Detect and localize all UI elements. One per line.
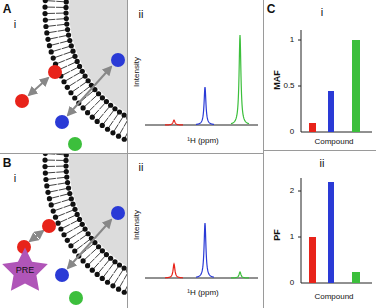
tick-label: 1 [290, 36, 294, 44]
panel-letter: B [3, 157, 12, 169]
subpanel-number: i [14, 19, 16, 30]
membrane [42, 0, 127, 153]
axis-title: Intensity [133, 57, 141, 87]
panel-letter: A [3, 3, 12, 15]
pre-star: PRE [1, 246, 49, 294]
axis-title: MAF [273, 70, 282, 90]
molecules [15, 53, 125, 151]
membrane [42, 154, 127, 308]
subpanel-number: ii [320, 158, 325, 169]
tick-label: 0.5 [283, 82, 294, 90]
tick-label: 1 [290, 233, 294, 241]
axis-title: Intensity [133, 210, 141, 240]
panel-letter: C [267, 3, 276, 15]
axis-title: PF [273, 229, 282, 241]
subpanel-number: i [321, 7, 323, 18]
axis-title: Compound [314, 293, 353, 301]
bar-chart [298, 178, 372, 283]
nmr-spectrum [145, 223, 258, 278]
axis-title: ¹H (ppm) [187, 137, 219, 145]
subpanel-number: ii [139, 9, 144, 20]
molecules [17, 206, 125, 305]
subpanel-number: i [14, 173, 16, 184]
star-outline [2, 247, 48, 290]
axis-title: Compound [314, 138, 353, 146]
tick-label: 0 [290, 128, 294, 136]
subpanel-number: ii [139, 162, 144, 173]
tick-label: 2 [290, 187, 294, 195]
nmr-spectrum [145, 35, 258, 125]
bar-chart [298, 30, 372, 132]
axis-title: ¹H (ppm) [187, 289, 219, 297]
node-label: PRE [16, 266, 35, 275]
tick-label: 0 [290, 279, 294, 287]
